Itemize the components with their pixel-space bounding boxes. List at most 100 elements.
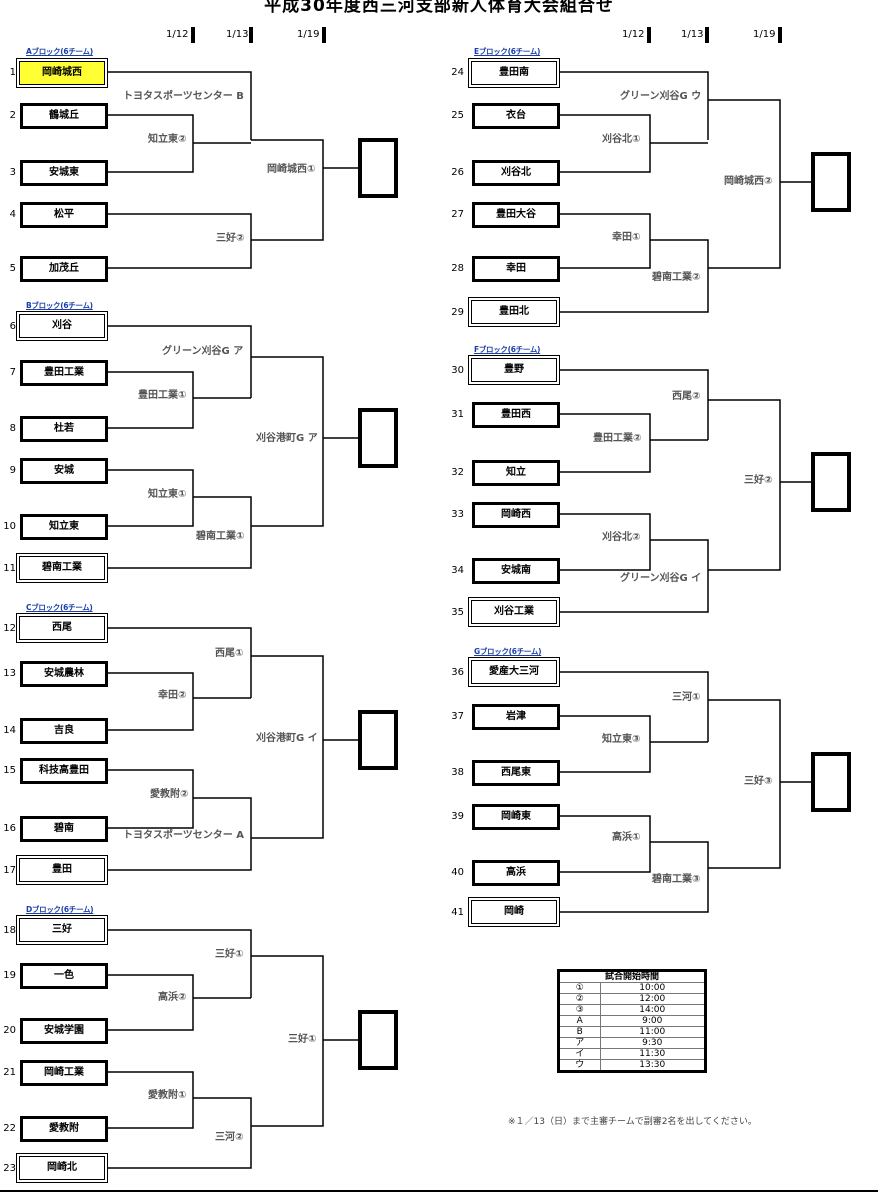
venue-label: 豊田工業② (593, 433, 642, 444)
team-box-2: 鶴城丘 (20, 103, 108, 129)
schedule-time: 13:30 (599, 1059, 707, 1072)
team-number: 3 (9, 167, 16, 178)
block-label-b: Bブロック(6チーム) (26, 301, 93, 310)
venue-label: 岡崎城西① (267, 164, 316, 175)
team-number: 29 (451, 307, 464, 318)
team-box-21: 岡崎工業 (20, 1060, 108, 1086)
round-marker (778, 27, 782, 43)
team-number: 1 (9, 67, 16, 78)
team-box-22: 愛教附 (20, 1116, 108, 1142)
venue-label: 刈谷北① (602, 134, 641, 145)
team-number: 14 (3, 725, 16, 736)
team-box-30: 豊野 (471, 358, 557, 382)
block-label-c: Cブロック(6チーム) (26, 603, 93, 612)
team-box-35: 刈谷工業 (471, 600, 557, 624)
team-number: 12 (3, 623, 16, 634)
team-number: 13 (3, 668, 16, 679)
team-number: 33 (451, 509, 464, 520)
team-number: 17 (3, 865, 16, 876)
round-marker (647, 27, 651, 43)
team-box-6: 刈谷 (19, 314, 105, 338)
team-number: 9 (9, 465, 16, 476)
venue-label: トヨタスポーツセンター B (123, 91, 244, 102)
team-number: 15 (3, 765, 16, 776)
team-box-11: 碧南工業 (19, 556, 105, 580)
team-number: 34 (451, 565, 464, 576)
venue-label: 岡崎城西② (724, 176, 773, 187)
team-number: 25 (451, 110, 464, 121)
venue-label: 高浜① (612, 832, 641, 843)
schedule-key: ② (558, 993, 601, 1005)
team-number: 39 (451, 811, 464, 822)
venue-label: グリーン刈谷G ウ (620, 91, 702, 102)
block-label-a: Aブロック(6チーム) (26, 47, 93, 56)
venue-label: 愛教附① (148, 1090, 187, 1101)
team-box-36: 愛産大三河 (471, 660, 557, 684)
team-box-1: 岡崎城西 (19, 61, 105, 85)
round-date-left-1: 1/12 (166, 29, 189, 40)
round-date-left-2: 1/13 (226, 29, 249, 40)
venue-label: 三好① (288, 1034, 317, 1045)
team-box-9: 安城 (20, 458, 108, 484)
team-box-41: 岡崎 (471, 900, 557, 924)
team-number: 10 (3, 521, 16, 532)
team-box-32: 知立 (472, 460, 560, 486)
block-winner-box-e (811, 152, 851, 212)
round-date-left-3: 1/19 (297, 29, 320, 40)
venue-label: 刈谷北② (602, 532, 641, 543)
team-box-17: 豊田 (19, 858, 105, 882)
team-number: 28 (451, 263, 464, 274)
team-number: 19 (3, 970, 16, 981)
venue-label: 三好③ (744, 776, 773, 787)
schedule-time: 12:00 (599, 993, 707, 1005)
bottom-divider (0, 1190, 878, 1192)
schedule-time: 9:00 (599, 1015, 707, 1027)
team-box-13: 安城農林 (20, 661, 108, 687)
team-number: 21 (3, 1067, 16, 1078)
team-number: 38 (451, 767, 464, 778)
team-number: 27 (451, 209, 464, 220)
team-number: 30 (451, 365, 464, 376)
venue-label: 愛教附② (150, 789, 189, 800)
team-box-4: 松平 (20, 202, 108, 228)
team-box-28: 幸田 (472, 256, 560, 282)
round-marker (705, 27, 709, 43)
team-box-5: 加茂丘 (20, 256, 108, 282)
venue-label: グリーン刈谷G ア (162, 346, 244, 357)
team-number: 4 (9, 209, 16, 220)
team-box-33: 岡崎西 (472, 502, 560, 528)
venue-label: 三好② (744, 475, 773, 486)
block-label-e: Eブロック(6チーム) (474, 47, 541, 56)
schedule-key: A (558, 1015, 601, 1027)
block-winner-box-g (811, 752, 851, 812)
block-label-g: Gブロック(6チーム) (474, 647, 542, 656)
block-label-f: Fブロック(6チーム) (474, 345, 541, 354)
team-box-12: 西尾 (19, 616, 105, 640)
venue-label: 三河② (215, 1132, 244, 1143)
team-box-20: 安城学園 (20, 1018, 108, 1044)
venue-label: 知立東② (148, 134, 187, 145)
venue-label: 高浜② (158, 992, 187, 1003)
venue-label: 三河① (672, 692, 701, 703)
venue-label: 碧南工業③ (652, 874, 701, 885)
schedule-key: ① (558, 982, 601, 994)
team-number: 24 (451, 67, 464, 78)
block-winner-box-b (358, 408, 398, 468)
venue-label: 三好② (216, 233, 245, 244)
round-marker (191, 27, 195, 43)
team-number: 40 (451, 867, 464, 878)
team-number: 11 (3, 563, 16, 574)
venue-label: 豊田工業① (138, 390, 187, 401)
schedule-time: 10:00 (599, 982, 707, 994)
venue-label: 西尾① (215, 648, 244, 659)
team-box-34: 安城南 (472, 558, 560, 584)
team-number: 36 (451, 667, 464, 678)
team-number: 6 (9, 321, 16, 332)
schedule-time: 11:30 (599, 1048, 707, 1060)
venue-label: 知立東③ (602, 734, 641, 745)
schedule-key: イ (558, 1048, 601, 1060)
team-number: 7 (9, 367, 16, 378)
